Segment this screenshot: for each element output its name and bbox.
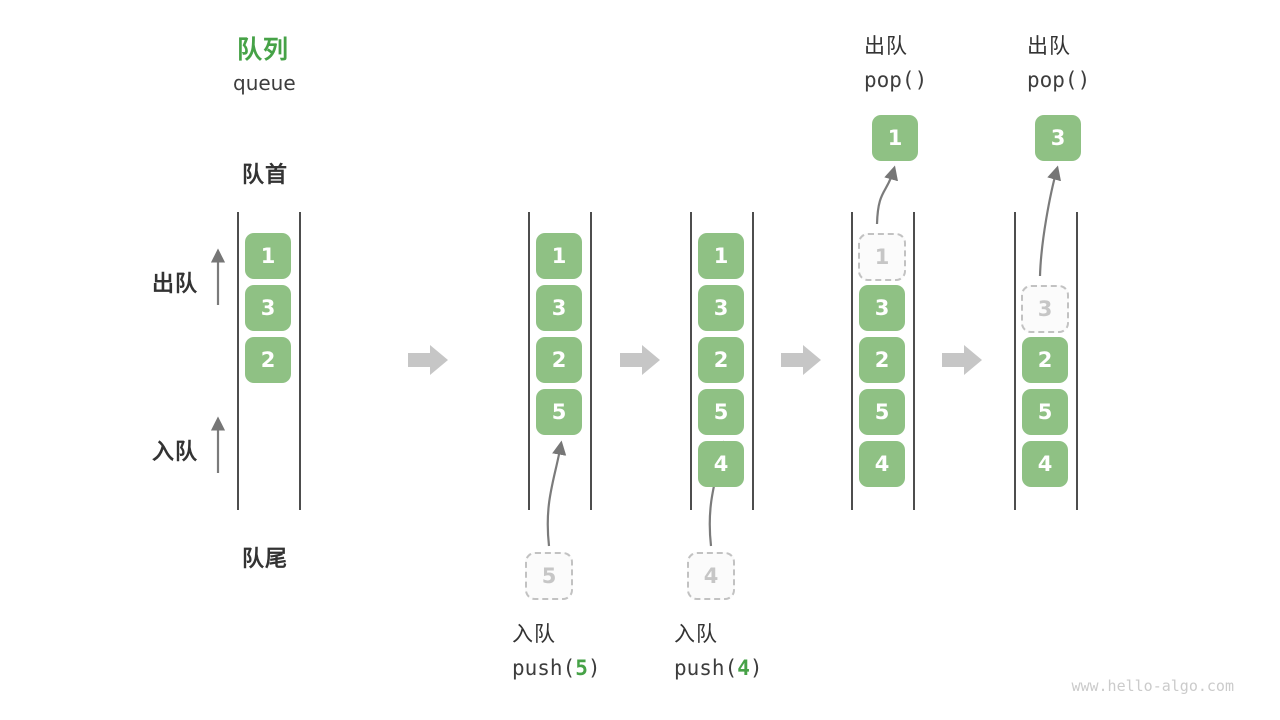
popped-slot-ghost: 3 xyxy=(1021,285,1069,333)
next-step-arrow-icon xyxy=(781,345,821,375)
watermark: www.hello-algo.com xyxy=(1071,677,1234,695)
incoming-item-ghost: 5 xyxy=(525,552,573,600)
queue-item: 3 xyxy=(245,285,291,331)
operation-label-code: push(5) xyxy=(512,656,601,680)
queue-item: 5 xyxy=(859,389,905,435)
queue-item: 2 xyxy=(536,337,582,383)
operation-label-code: pop() xyxy=(1027,68,1091,92)
operation-label-zh: 出队 xyxy=(1027,35,1071,58)
queue-wall-right xyxy=(1076,212,1078,510)
operation-arg: 5 xyxy=(575,656,588,680)
next-step-arrow-icon xyxy=(620,345,660,375)
popped-item: 1 xyxy=(872,115,918,161)
queue-item: 4 xyxy=(1022,441,1068,487)
queue-wall-left xyxy=(851,212,853,510)
queue-wall-right xyxy=(913,212,915,510)
queue-item: 2 xyxy=(1022,337,1068,383)
operation-label: 出队 pop() xyxy=(1027,30,1090,97)
operation-label: 入队 push(4) xyxy=(674,618,763,685)
operation-label-zh: 入队 xyxy=(674,623,718,646)
queue-item: 5 xyxy=(1022,389,1068,435)
pop-arrow-icon xyxy=(875,165,898,225)
incoming-item-ghost: 4 xyxy=(687,552,735,600)
diagram-title-zh: 队列 xyxy=(237,36,290,64)
operation-label: 入队 push(5) xyxy=(512,618,601,685)
queue-item: 3 xyxy=(859,285,905,331)
queue-wall-right xyxy=(590,212,592,510)
queue-wall-left xyxy=(1014,212,1016,510)
queue-item: 1 xyxy=(536,233,582,279)
queue-wall-right xyxy=(752,212,754,510)
queue-item: 5 xyxy=(698,389,744,435)
popped-slot-ghost: 1 xyxy=(858,233,906,281)
next-step-arrow-icon xyxy=(942,345,982,375)
queue-item: 2 xyxy=(859,337,905,383)
operation-label: 出队 pop() xyxy=(864,30,927,97)
queue-wall-left xyxy=(528,212,530,510)
queue-item: 1 xyxy=(698,233,744,279)
queue-item: 4 xyxy=(859,441,905,487)
enqueue-side-label: 入队 xyxy=(152,439,199,464)
queue-item: 4 xyxy=(698,441,744,487)
queue-item: 5 xyxy=(536,389,582,435)
diagram-title-en: queue xyxy=(233,71,296,95)
queue-wall-left xyxy=(690,212,692,510)
queue-rear-label: 队尾 xyxy=(242,546,289,571)
queue-item: 3 xyxy=(536,285,582,331)
next-step-arrow-icon xyxy=(408,345,448,375)
push-arrow-icon xyxy=(546,440,567,547)
queue-item: 2 xyxy=(698,337,744,383)
operation-label-code: push(4) xyxy=(674,656,763,680)
operation-label-zh: 入队 xyxy=(512,623,556,646)
operation-label-zh: 出队 xyxy=(864,35,908,58)
queue-front-label: 队首 xyxy=(242,162,289,187)
queue-item: 3 xyxy=(698,285,744,331)
operation-label-code: pop() xyxy=(864,68,928,92)
popped-item: 3 xyxy=(1035,115,1081,161)
operation-arg: 4 xyxy=(737,656,750,680)
queue-item: 2 xyxy=(245,337,291,383)
queue-item: 1 xyxy=(245,233,291,279)
dequeue-side-label: 出队 xyxy=(152,271,199,296)
pop-arrow-icon xyxy=(1038,165,1061,277)
queue-wall-left xyxy=(237,212,239,510)
queue-wall-right xyxy=(299,212,301,510)
